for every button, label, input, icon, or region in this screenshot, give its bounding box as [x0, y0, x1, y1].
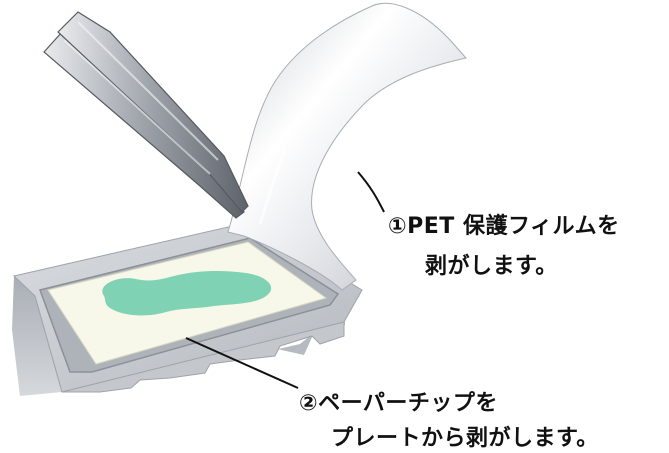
plate-lip — [61, 321, 345, 393]
step1-label-line2: 剥がします。 — [425, 254, 558, 279]
leader-line-step1 — [357, 171, 385, 213]
step2-label-line1: ②ペーパーチップを — [299, 391, 498, 416]
paper-chip — [47, 241, 328, 365]
step1-label-line1: ①PET 保護フィルムを — [388, 214, 620, 239]
specimen — [102, 270, 272, 316]
leader-line-step2 — [185, 337, 299, 389]
protective-film — [227, 2, 467, 291]
step2-label-line2: プレートから剥がします。 — [331, 426, 599, 451]
tweezers-icon — [43, 11, 249, 219]
plate-side-left — [12, 276, 62, 396]
